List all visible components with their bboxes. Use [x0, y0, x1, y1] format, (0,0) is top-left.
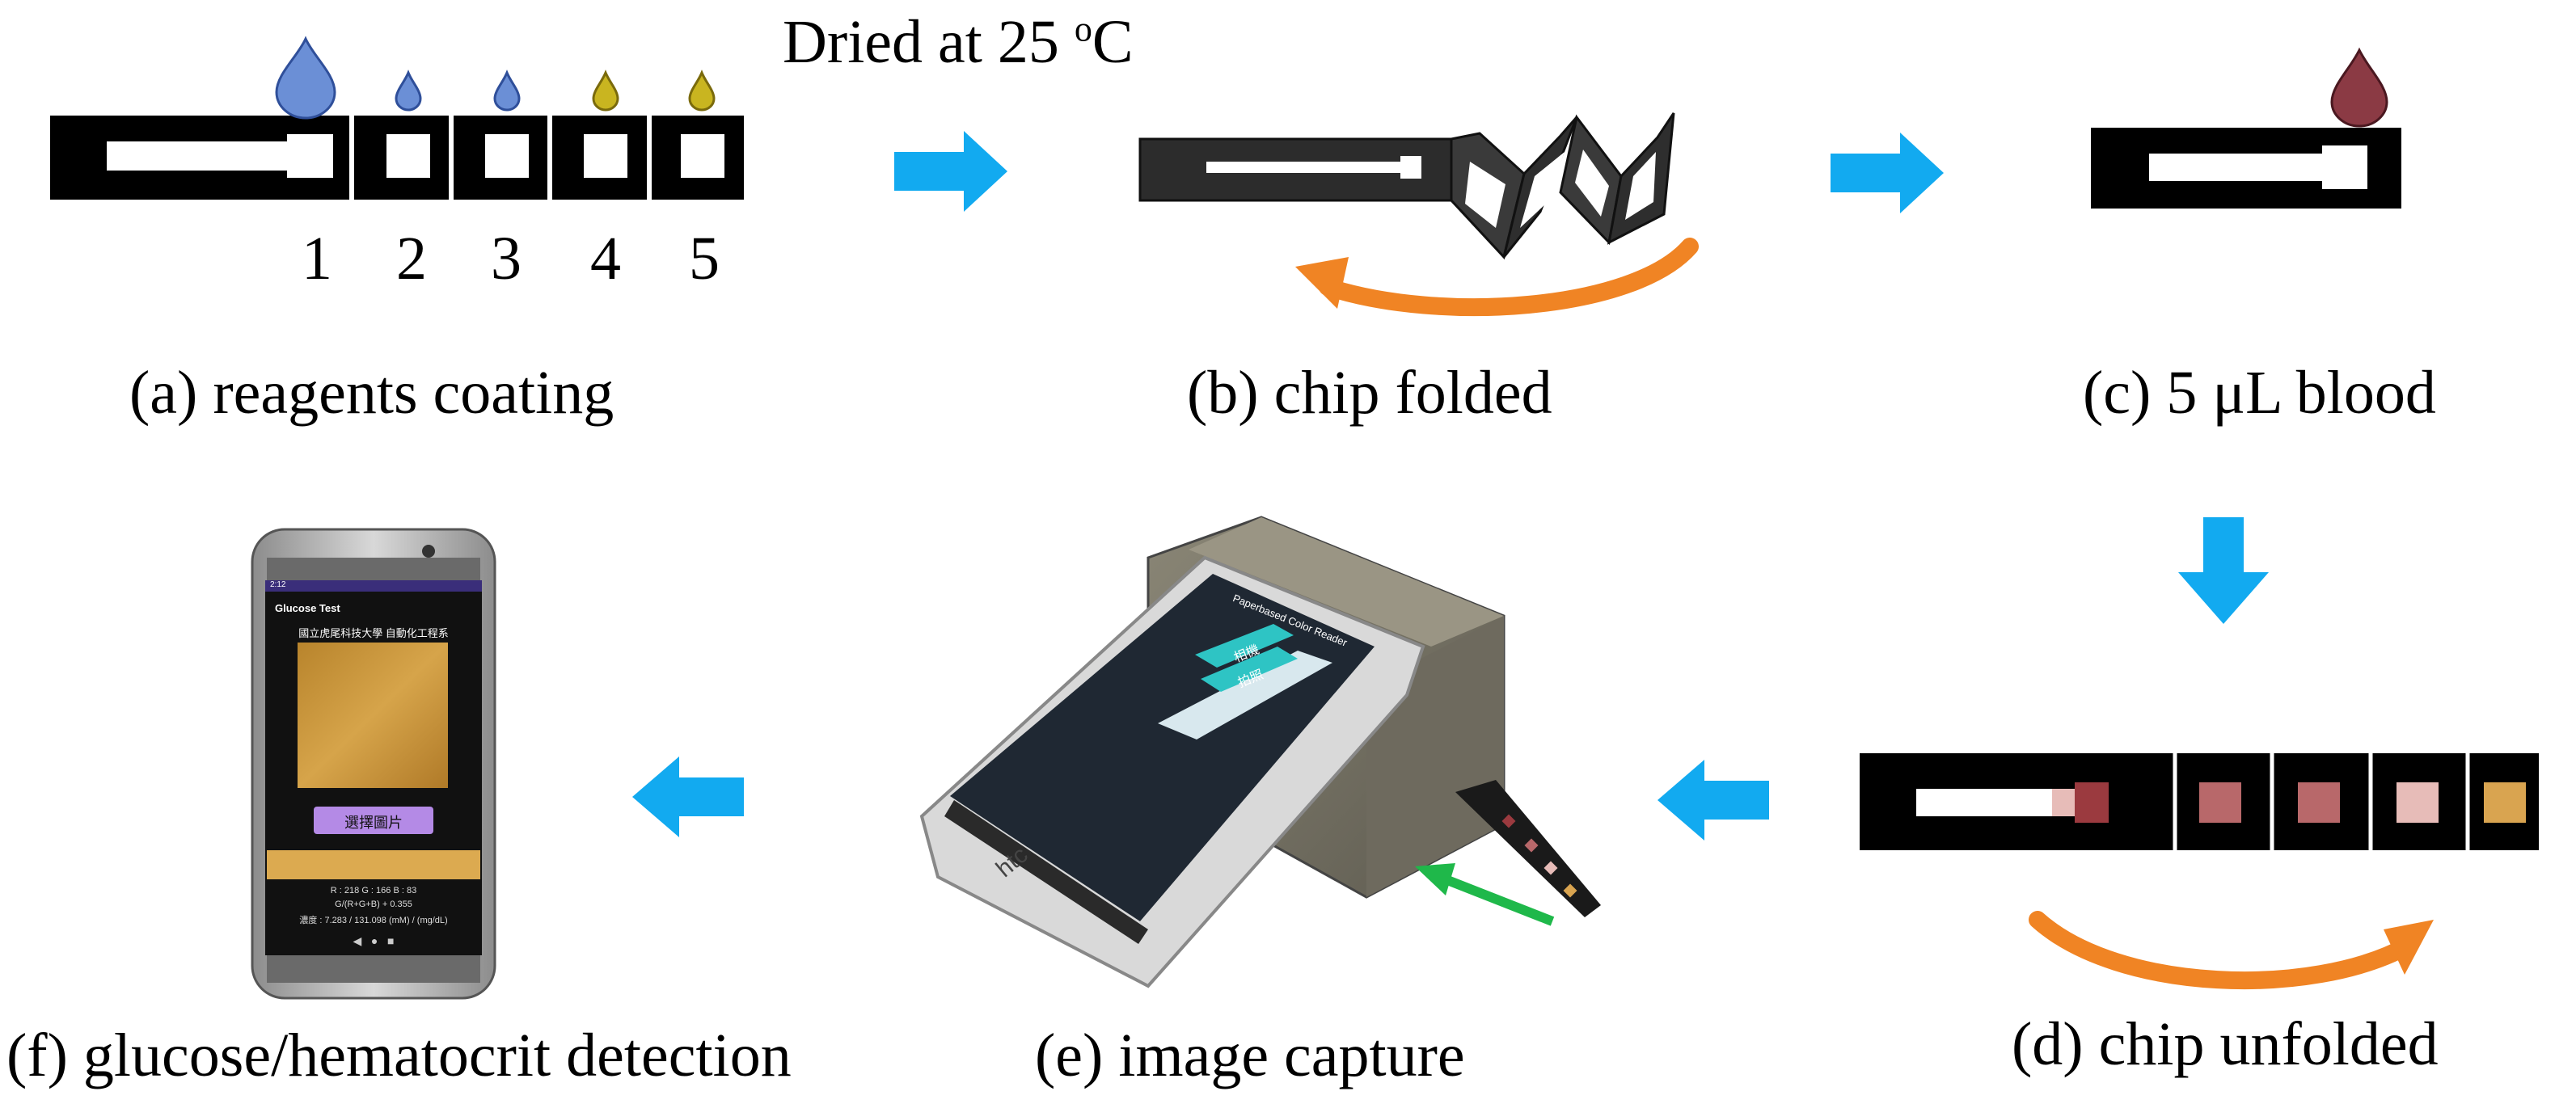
reagent-drop-5 — [688, 70, 716, 112]
pad-number-5: 5 — [689, 225, 720, 293]
insert-arrow-shaft — [1437, 872, 1555, 926]
caption-reagents-coating: (a) reagents coating — [129, 359, 614, 427]
blood-chip — [2091, 128, 2401, 209]
fold-arrow-head — [1295, 257, 1349, 309]
reagent-drop-3 — [493, 70, 521, 112]
pad-number-1: 1 — [302, 225, 332, 293]
caption-detection: (f) glucose/hematocrit detection — [6, 1022, 792, 1089]
dried-label: Dried at 25 oC — [783, 8, 1134, 76]
caption-chip-folded: (b) chip folded — [1187, 359, 1552, 427]
reagent-drop-2 — [395, 70, 422, 112]
pad-number-4: 4 — [590, 225, 621, 293]
inserted-chip — [1455, 780, 1601, 917]
result-phone — [251, 528, 496, 1000]
arrow-down — [2178, 517, 2269, 624]
htc-phone — [919, 555, 1425, 988]
caption-blood: (c) 5 μL blood — [2083, 359, 2436, 427]
arrow-right-2 — [1831, 133, 1944, 213]
caption-chip-unfolded: (d) chip unfolded — [2012, 1010, 2439, 1078]
phone-formula: G/(R+G+B) + 0.355 — [335, 900, 412, 909]
arrow-right-1 — [894, 131, 1007, 212]
phone-result: 濃度 : 7.283 / 131.098 (mM) / (mg/dL) — [299, 916, 448, 925]
reagent-drop-4 — [592, 70, 619, 112]
folded-chip — [1138, 112, 1675, 260]
phone-institution: 國立虎尾科技大學 自動化工程系 — [298, 627, 449, 639]
phone-status-time: 2:12 — [270, 580, 286, 589]
unfold-arrow-head — [2384, 920, 2434, 975]
reagent-drop-large — [275, 36, 336, 120]
pad-number-2: 2 — [396, 225, 427, 293]
phone-rgb-values: R : 218 G : 166 B : 83 — [330, 886, 417, 895]
unfold-arrow — [2029, 911, 2417, 990]
arrow-left-2 — [632, 756, 744, 837]
paper-chip-a — [50, 116, 744, 200]
phone-nav-bar[interactable]: ◀ ● ■ — [353, 934, 395, 947]
select-image-button[interactable]: 選擇圖片 — [344, 815, 403, 831]
unfolded-chip — [1860, 753, 2539, 850]
caption-image-capture: (e) image capture — [1035, 1022, 1465, 1089]
phone-app-title: Glucose Test — [275, 602, 340, 614]
fold-arrow — [1319, 238, 1699, 316]
blood-drop — [2330, 47, 2388, 128]
arrow-left-1 — [1658, 760, 1769, 841]
insert-arrow-head — [1415, 863, 1455, 895]
pad-number-3: 3 — [491, 225, 522, 293]
